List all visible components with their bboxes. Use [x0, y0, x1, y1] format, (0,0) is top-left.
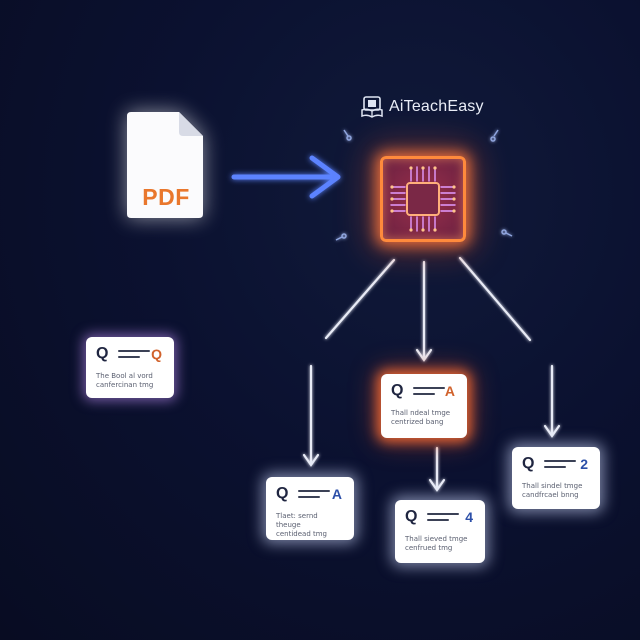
brand-name: AiTeachEasy: [389, 98, 484, 115]
flashcard-header: Q 2: [522, 455, 590, 473]
question-lines-icon: [413, 387, 445, 395]
flashcard-bottom-mid[interactable]: Q 4 Thall sieved tmge cenfrued tmg: [395, 500, 485, 563]
flashcard-bottom-left[interactable]: Q A Tlaet: sernd theuge centidead tmg: [266, 477, 354, 540]
question-lines-icon: [427, 513, 459, 521]
arrowhead-right-card: [543, 424, 561, 438]
arrowhead-bottom-mid-card: [428, 478, 446, 492]
flashcard-header: Q A: [391, 382, 457, 400]
pdf-file-icon: [127, 112, 203, 218]
flashcard-header: Q Q: [96, 345, 164, 363]
question-mark-label: Q: [522, 455, 535, 472]
question-mark-label: Q: [405, 508, 418, 525]
question-mark-label: Q: [391, 382, 404, 399]
question-lines-icon: [544, 460, 576, 468]
answer-label: A: [331, 486, 342, 502]
question-lines-icon: [298, 490, 330, 498]
arrowhead-center-card: [415, 348, 433, 362]
flashcard-header: Q 4: [405, 508, 475, 526]
brand-logo: AiTeachEasy: [360, 94, 484, 120]
flashcard-text: The Bool al vord canfercinan tmg: [96, 372, 154, 389]
answer-label: Q: [151, 346, 162, 362]
sparkle-decorations: [335, 129, 513, 241]
flashcard-text: Thall ndeal tmge centrized bang: [391, 409, 451, 426]
flashcard-text: Thall sieved tmge cenfrued tmg: [405, 535, 468, 552]
arrowhead-bottom-left-card: [302, 453, 320, 467]
pdf-document: PDF: [127, 110, 205, 220]
question-lines-icon: [118, 350, 150, 358]
microchip-icon: [390, 166, 456, 232]
question-mark-label: Q: [276, 485, 289, 502]
question-mark-label: Q: [96, 345, 109, 362]
pdf-to-processor-arrow: [231, 155, 341, 199]
flashcard-text: Tlaet: sernd theuge centidead tmg: [276, 512, 327, 538]
connector-lines: [302, 256, 561, 492]
flashcard-right[interactable]: Q 2 Thall sindel tmge candfrcael bnng: [512, 447, 600, 509]
answer-label: 2: [580, 456, 588, 472]
book-chip-logo-icon: [361, 96, 383, 118]
flashcard-center[interactable]: Q A Thall ndeal tmge centrized bang: [381, 374, 467, 438]
ai-processor-chip: [380, 156, 466, 242]
answer-label: A: [444, 383, 455, 399]
answer-label: 4: [465, 509, 473, 525]
flashcard-text: Thall sindel tmge candfrcael bnng: [522, 482, 583, 499]
flashcard-header: Q A: [276, 485, 344, 503]
connector-chip-to-right-branch: [458, 256, 532, 342]
connector-chip-to-left-branch: [324, 258, 396, 340]
flashcard-left[interactable]: Q Q The Bool al vord canfercinan tmg: [86, 337, 174, 398]
pdf-label: PDF: [142, 184, 190, 210]
